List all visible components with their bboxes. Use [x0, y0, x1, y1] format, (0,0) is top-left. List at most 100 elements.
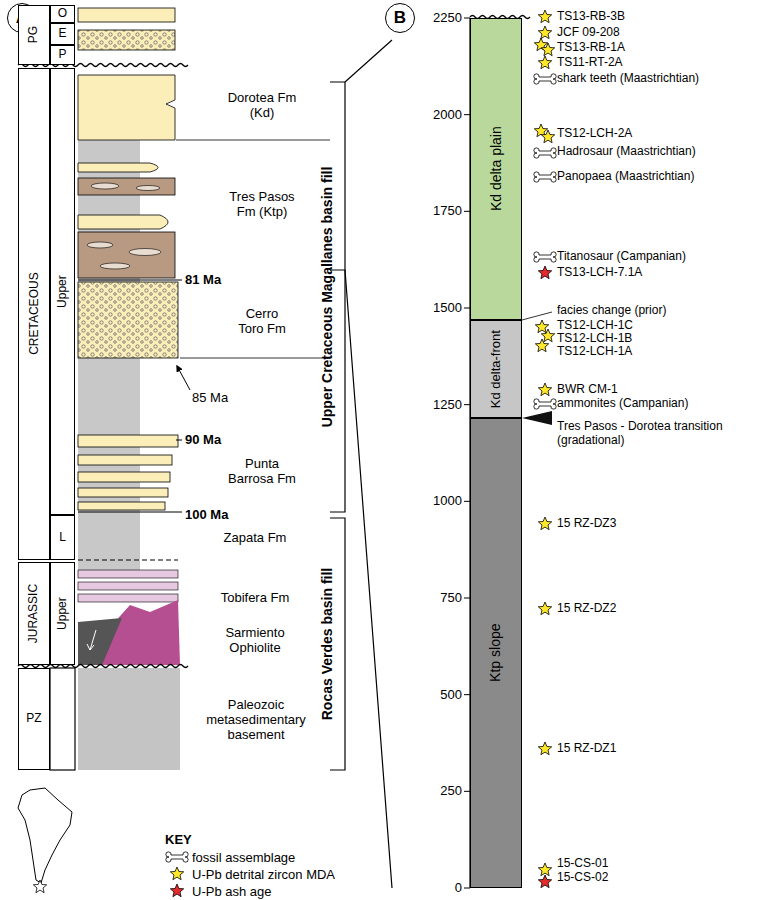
star-icon: [541, 329, 554, 342]
sample-label: TS13-RB-3B: [557, 10, 625, 24]
node-text: Kd delta-front: [489, 330, 503, 408]
epoch-box: O: [50, 5, 75, 23]
fossil-icon: [534, 172, 556, 182]
sample-label: Panopaea (Maastrichtian): [557, 170, 694, 184]
brackets: [330, 40, 392, 888]
sample-label: Hadrosaur (Maastrichtian): [557, 145, 696, 159]
legend-symbol: [166, 852, 188, 862]
axis-tick-label: 0: [455, 881, 462, 896]
axis-tick-label: 500: [440, 687, 462, 702]
fossil-icon: [534, 74, 556, 84]
legend-text: U-Pb ash age: [192, 884, 272, 899]
panel-letter: B: [385, 3, 415, 33]
facies-band: Ktp slope: [470, 418, 522, 888]
axis-tick-label: 1500: [433, 301, 462, 316]
star-icon: [538, 863, 551, 876]
period-box: JURASSIC: [18, 562, 50, 665]
age-label: 81 Ma: [185, 273, 221, 288]
sample-label: TS12-LCH-1A: [557, 345, 632, 359]
node-text: Kd delta plain: [488, 127, 503, 212]
axis-tick-label: 2000: [433, 107, 462, 122]
sample-label: 15 RZ-DZ2: [557, 602, 616, 616]
period-box: PZ: [18, 668, 50, 770]
formation-label: Paleozoic metasedimentary basement: [201, 698, 311, 743]
epoch-box: P: [50, 45, 75, 65]
bracket-label: Rocas Verdes basin fill: [319, 568, 335, 721]
formation-label: Tobifera Fm: [221, 591, 290, 606]
sample-label: TS13-RB-1A: [557, 41, 625, 55]
sample-label: 15-CS-01: [557, 857, 608, 871]
axis-tick-label: 250: [440, 784, 462, 799]
formation-label: Tres Pasos Fm (Ktp): [225, 190, 299, 220]
legend-heading: KEY: [165, 833, 192, 848]
node-text: PZ: [26, 712, 41, 725]
sample-label: TS11-RT-2A: [557, 56, 623, 70]
axis-tick-label: 1000: [433, 494, 462, 509]
formation-label: Zapata Fm: [224, 531, 287, 546]
node-text: PG: [27, 26, 40, 43]
node-text: O: [58, 7, 67, 20]
star-icon: [538, 56, 551, 69]
facies-band: Kd delta plain: [470, 18, 522, 320]
star-icon: [538, 26, 551, 39]
node-text: B: [394, 9, 406, 28]
sample-label: ammonites (Campanian): [557, 397, 688, 411]
epoch-box: L: [50, 515, 75, 560]
sample-label: 15-CS-02: [557, 871, 608, 885]
sample-label: TS12-LCH-1B: [557, 332, 632, 346]
star-icon: [538, 383, 551, 396]
sample-label: Tres Pasos - Dorotea transition (gradati…: [557, 420, 725, 448]
star-icon: [33, 880, 46, 893]
formation-label: Sarmiento Ophiolite: [214, 626, 296, 656]
star-icon: [541, 130, 554, 143]
bracket-label: Upper Cretaceous Magallanes basin fill: [319, 167, 335, 428]
formation-label: Cerro Toro Fm: [232, 307, 292, 337]
sample-label: BWR CM-1: [557, 383, 618, 397]
fossil-icon: [534, 148, 556, 158]
node-text: P: [58, 48, 66, 61]
axis-tick-label: 750: [440, 591, 462, 606]
epoch-box: Upper: [50, 562, 75, 665]
sample-label: TS12-LCH-2A: [557, 127, 632, 141]
sample-label: facies change (prior): [557, 304, 666, 318]
legend-text: fossil assemblage: [192, 850, 295, 865]
star-icon: [538, 742, 551, 755]
node-text: Upper: [56, 275, 69, 308]
lithology-column: [50, 8, 330, 770]
star-icon: [538, 602, 551, 615]
sample-label: TS12-LCH-1C: [557, 319, 633, 333]
star-icon: [538, 875, 551, 888]
fossil-icon: [534, 252, 556, 262]
node-text: E: [58, 27, 66, 40]
axis-tick-label: 1250: [433, 397, 462, 412]
node-text: Ktp slope: [488, 624, 503, 682]
formation-label: Punta Barrosa Fm: [225, 457, 299, 487]
south-america-map: [18, 788, 72, 883]
epoch-box: Upper: [50, 68, 75, 515]
epoch-box: E: [50, 23, 75, 45]
sample-label: Titanosaur (Campanian): [557, 250, 686, 264]
facies-band: Kd delta-front: [470, 320, 522, 418]
node-text: Upper: [56, 597, 69, 630]
formation-label: Dorotea Fm (Kd): [219, 91, 305, 121]
age-label: 100 Ma: [185, 508, 228, 523]
legend-symbol: [170, 867, 183, 880]
node-text: JURASSIC: [27, 584, 40, 643]
sample-label: 15 RZ-DZ3: [557, 517, 616, 531]
star-icon: [541, 43, 554, 56]
age-label: 90 Ma: [185, 433, 221, 448]
axis-tick-label: 2250: [433, 11, 462, 26]
legend-text: U-Pb detrital zircon MDA: [192, 867, 335, 882]
legend-symbol: [170, 884, 183, 897]
sample-label: TS13-LCH-7.1A: [557, 266, 642, 280]
node-text: L: [59, 531, 66, 544]
star-icon: [535, 320, 548, 333]
age-label: 85 Ma: [192, 391, 228, 406]
sample-label: JCF 09-208: [557, 26, 620, 40]
fossil-icon: [534, 399, 556, 409]
star-icon: [535, 339, 548, 352]
axis-tick-label: 1750: [433, 204, 462, 219]
sample-label: 15 RZ-DZ1: [557, 742, 616, 756]
sample-label: shark teeth (Maastrichtian): [557, 72, 699, 86]
